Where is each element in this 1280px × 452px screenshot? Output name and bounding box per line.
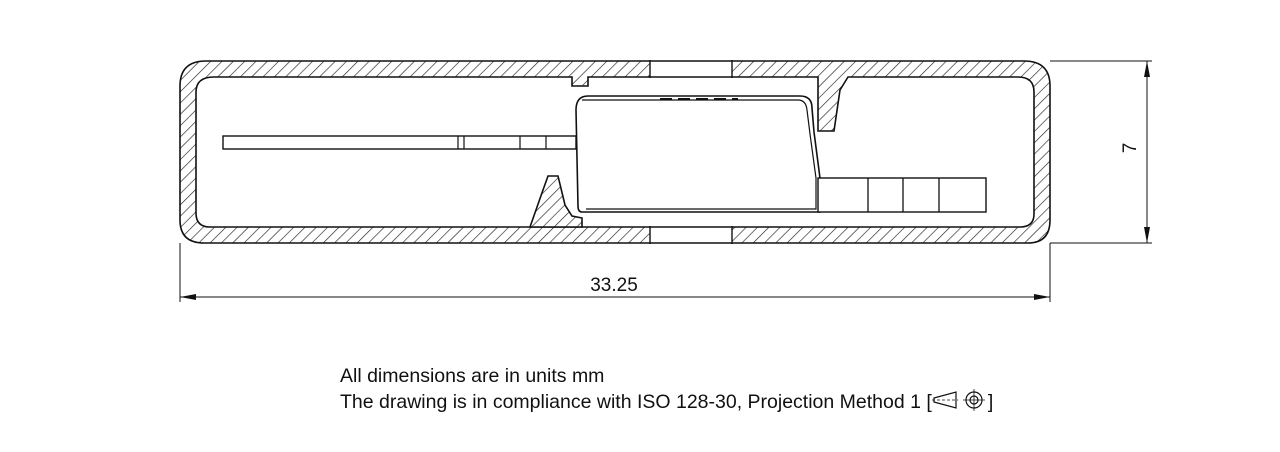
bottom-window-gap [650,226,732,244]
drawing-notes: All dimensions are in units mm The drawi… [340,364,993,415]
top-window-gap [650,60,732,78]
compliance-note: The drawing is in compliance with ISO 12… [340,391,932,413]
width-dimension: 33.25 [179,243,1051,302]
compliance-line: The drawing is in compliance with ISO 12… [340,389,993,415]
projection-method-icon [931,389,985,411]
height-dimension-label: 7 [1120,143,1141,154]
units-note: All dimensions are in units mm [340,365,605,387]
segmented-block [817,177,987,213]
component-body [575,95,821,213]
compliance-note-end: ] [987,391,994,413]
width-dimension-label: 33.25 [590,275,638,296]
lead-pin [222,135,577,150]
housing-section [179,60,1051,244]
bottom-rib [528,175,583,228]
height-dimension: 7 [1050,60,1152,244]
